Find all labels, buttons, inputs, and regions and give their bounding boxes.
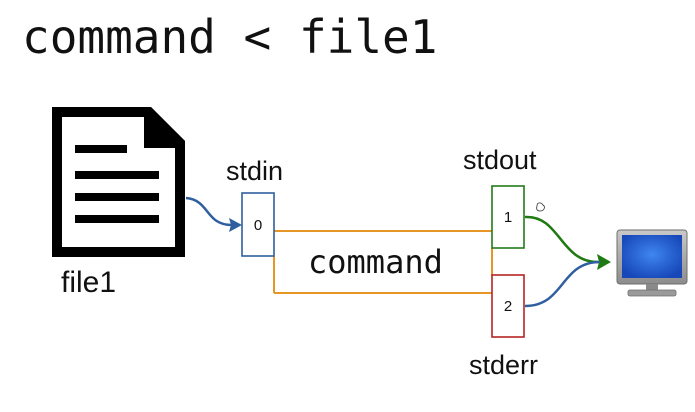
- stdin-arrow: [185, 196, 233, 227]
- file-label: file1: [61, 266, 116, 299]
- stdin-label: stdin: [226, 156, 283, 186]
- document-icon: [52, 107, 185, 257]
- stdout-label: stdout: [463, 145, 537, 175]
- stdout-arrowhead: [597, 254, 611, 270]
- monitor-icon: [616, 229, 688, 297]
- stdout-fd-box: [491, 185, 525, 249]
- stderr-arrow: [524, 260, 601, 308]
- stderr-fd-box: [491, 274, 525, 338]
- command-process-box: [273, 230, 493, 294]
- stdout-fd-number: 1: [504, 209, 512, 226]
- stderr-label: stderr: [469, 350, 538, 380]
- stdout-arrow: [524, 215, 599, 264]
- stdin-arrowhead: [229, 218, 242, 232]
- stdin-fd-number: 0: [254, 217, 262, 234]
- command-label: command: [308, 243, 443, 281]
- stderr-fd-number: 2: [504, 298, 512, 315]
- command-line-title: command < file1: [22, 10, 437, 64]
- stdin-fd-box: [241, 192, 275, 257]
- pointer-cursor-icon: [536, 202, 545, 212]
